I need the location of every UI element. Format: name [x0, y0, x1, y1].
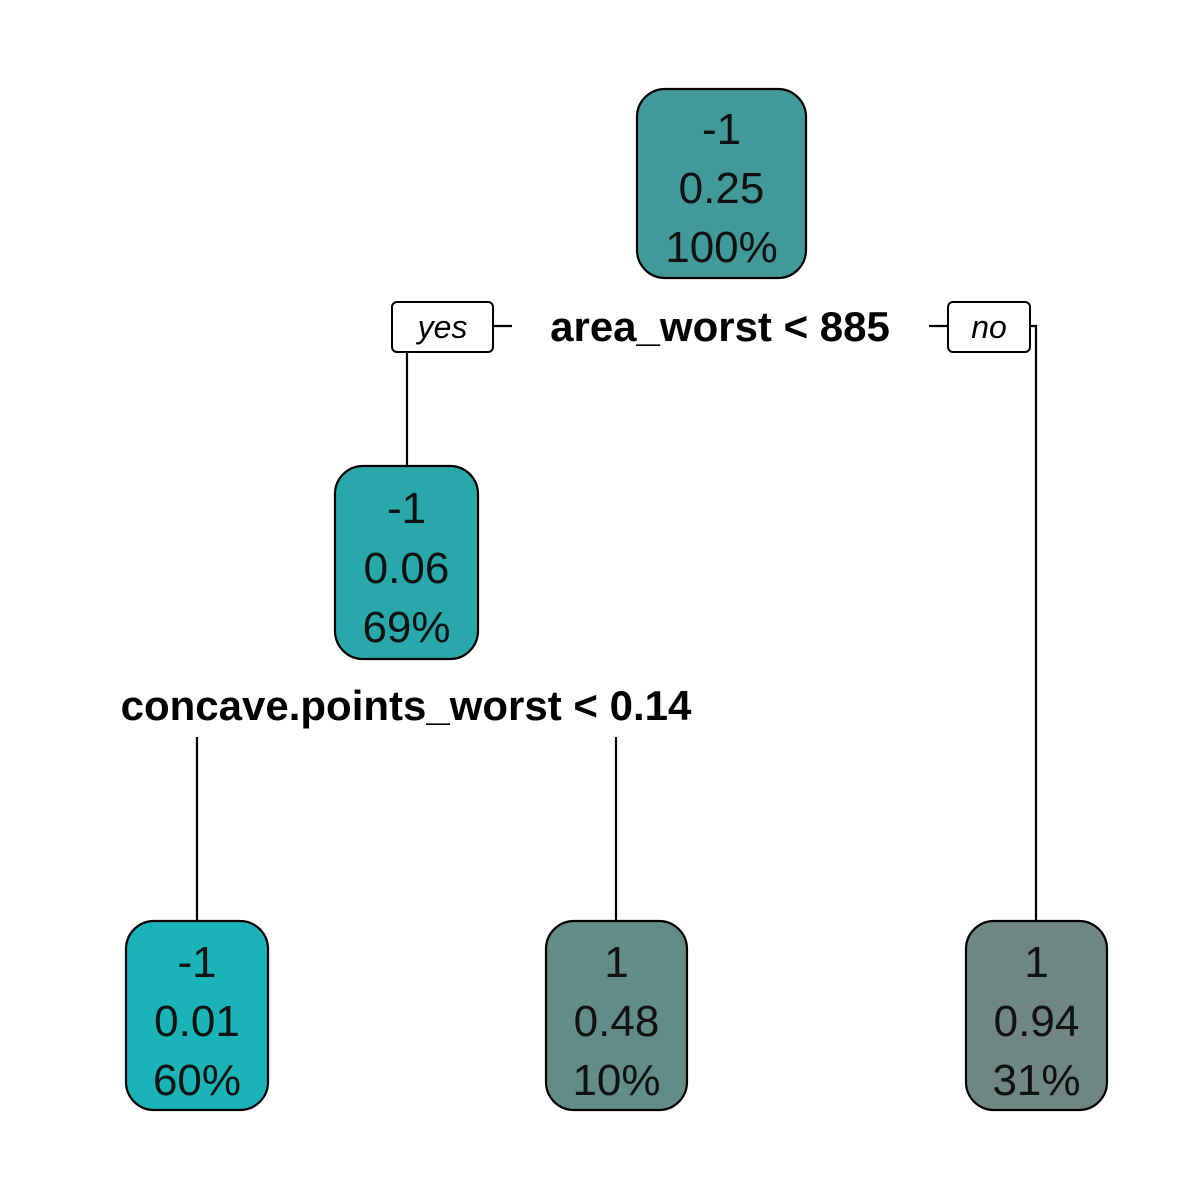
no-tag: no — [971, 309, 1007, 345]
node-root-pct: 100% — [665, 223, 778, 272]
node-ll-pct: 60% — [153, 1056, 241, 1105]
node-lr-class: 1 — [604, 938, 628, 987]
tree-edges — [195, 324, 1038, 921]
node-root-class: -1 — [702, 105, 741, 154]
node-lr-box — [544, 919, 689, 1112]
node-lr-pct: 10% — [572, 1056, 660, 1105]
node-right-pct: 31% — [992, 1056, 1080, 1105]
node-right-prob: 0.94 — [994, 997, 1080, 1046]
node-root-prob: 0.25 — [679, 164, 765, 213]
node-left-prob: 0.06 — [364, 544, 450, 593]
node-ll-prob: 0.01 — [154, 997, 240, 1046]
node-root-box — [635, 87, 808, 280]
tree-node-ll: -1 0.01 60% — [124, 919, 270, 1112]
node-left-pct: 69% — [362, 603, 450, 652]
no-tag-box — [947, 301, 1031, 353]
node-ll-class: -1 — [177, 938, 216, 987]
node-right-class: 1 — [1024, 938, 1048, 987]
node-ll-box — [124, 919, 270, 1112]
split-root-label: area_worst < 885 — [550, 303, 890, 350]
split-left-label: concave.points_worst < 0.14 — [121, 682, 692, 729]
node-left-class: -1 — [387, 484, 426, 533]
tree-node-left: -1 0.06 69% — [333, 464, 480, 661]
tree-node-root: -1 0.25 100% — [635, 87, 808, 280]
edge-root-to-right — [1030, 324, 1038, 921]
node-right-box — [964, 919, 1109, 1112]
tree-node-lr: 1 0.48 10% — [544, 919, 689, 1112]
node-left-box — [333, 464, 480, 661]
node-lr-prob: 0.48 — [574, 997, 660, 1046]
split-root: yes area_worst < 885 no — [391, 301, 1031, 353]
yes-tag: yes — [416, 309, 468, 345]
yes-tag-box — [391, 301, 494, 353]
tree-node-right: 1 0.94 31% — [964, 919, 1109, 1112]
